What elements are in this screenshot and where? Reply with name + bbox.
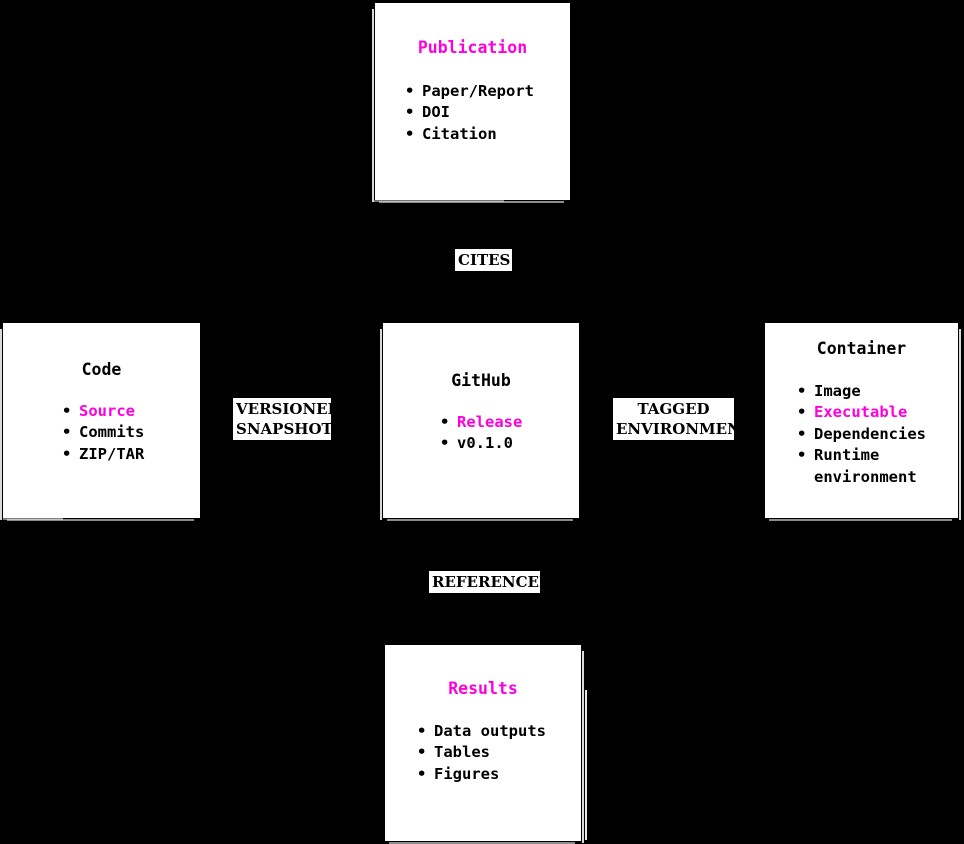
node-code-list: Source Commits ZIP/TAR: [60, 401, 200, 466]
node-code[interactable]: Code Source Commits ZIP/TAR: [0, 323, 200, 521]
list-item: Source: [60, 401, 200, 423]
list-item: Runtime environment: [795, 445, 958, 488]
list-item: Image: [795, 381, 958, 403]
node-github-title: GitHub: [451, 371, 511, 390]
node-publication[interactable]: Publication Paper/Report DOI Citation: [372, 3, 570, 203]
node-github-list: Release v0.1.0: [438, 412, 579, 455]
list-item: Tables: [415, 742, 581, 764]
list-item: Release: [438, 412, 579, 434]
node-results-list: Data outputs Tables Figures: [415, 721, 581, 786]
list-item: Commits: [60, 422, 200, 444]
list-item: Citation: [403, 124, 570, 146]
node-github[interactable]: GitHub Release v0.1.0: [380, 323, 579, 521]
edge-label-versioned-snapshot: VERSIONED SNAPSHOT: [233, 398, 341, 440]
list-item: ZIP/TAR: [60, 444, 200, 466]
list-item: Executable: [795, 402, 958, 424]
list-item: Dependencies: [795, 424, 958, 446]
list-item: DOI: [403, 102, 570, 124]
node-container-title: Container: [816, 339, 907, 358]
edge-label-referenced: REFERENCED: [429, 571, 552, 593]
sketch-stroke: [585, 690, 587, 840]
node-publication-list: Paper/Report DOI Citation: [403, 81, 570, 146]
node-results[interactable]: Results Data outputs Tables Figures: [385, 645, 584, 844]
node-results-title: Results: [448, 679, 518, 698]
node-publication-title: Publication: [417, 38, 528, 57]
node-container-list: Image Executable Dependencies Runtime en…: [795, 381, 958, 489]
edge-label-cites: CITES: [455, 249, 512, 271]
edge-label-tagged-environment: TAGGED ENVIRONMENT: [613, 398, 752, 440]
sketch-stroke: [3, 518, 63, 520]
list-item: Paper/Report: [403, 81, 570, 103]
sketch-stroke: [374, 200, 504, 202]
node-code-title: Code: [81, 360, 122, 379]
list-item: Figures: [415, 764, 581, 786]
list-item: v0.1.0: [438, 433, 579, 455]
node-container[interactable]: Container Image Executable Dependencies …: [765, 323, 961, 521]
list-item: Data outputs: [415, 721, 581, 743]
